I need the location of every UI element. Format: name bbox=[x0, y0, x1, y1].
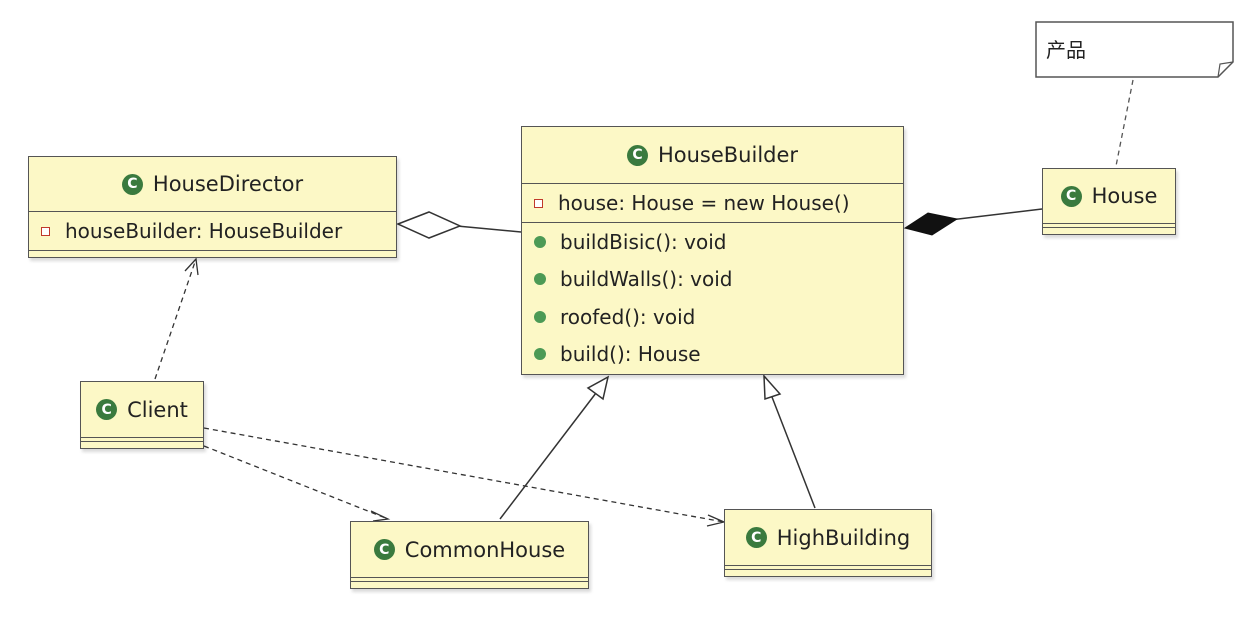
public-visibility-icon bbox=[534, 273, 546, 286]
class-name: HouseDirector bbox=[152, 172, 304, 196]
dependency-client-commonhouse bbox=[203, 445, 389, 520]
generalization-commonhouse-line bbox=[499, 392, 597, 520]
attributes-section bbox=[1043, 223, 1175, 227]
attributes-section bbox=[81, 437, 203, 441]
class-house[interactable]: C House bbox=[1042, 168, 1176, 235]
composition-diamond bbox=[903, 212, 959, 236]
class-icon: C bbox=[373, 539, 395, 560]
dependency-arrowhead-director bbox=[184, 257, 199, 276]
attributes-section: house: House = new House() bbox=[522, 183, 903, 222]
class-icon: C bbox=[745, 527, 767, 548]
class-header: C HouseDirector bbox=[29, 157, 396, 211]
operations-section: buildBisic(): void buildWalls(): void ro… bbox=[522, 222, 903, 373]
class-header: C Client bbox=[81, 382, 203, 437]
class-header: C House bbox=[1043, 169, 1175, 223]
class-name: CommonHouse bbox=[404, 537, 566, 562]
composition-line bbox=[949, 208, 1043, 221]
class-name: HighBuilding bbox=[776, 525, 911, 550]
class-icon: C bbox=[1060, 185, 1082, 207]
attributes-section bbox=[725, 565, 931, 569]
class-client[interactable]: C Client bbox=[80, 381, 204, 449]
dependency-client-highbuilding bbox=[203, 427, 725, 523]
operations-section bbox=[29, 250, 396, 254]
class-high-building[interactable]: C HighBuilding bbox=[724, 509, 932, 577]
dependency-arrowhead-highbuilding bbox=[706, 514, 727, 527]
note-product[interactable]: 产品 bbox=[1036, 22, 1233, 77]
class-icon: C bbox=[121, 173, 143, 195]
generalization-highbuilding-line bbox=[771, 396, 816, 509]
public-visibility-icon bbox=[534, 348, 546, 361]
class-name: Client bbox=[127, 397, 188, 422]
class-name: House bbox=[1091, 184, 1158, 208]
operations-section bbox=[81, 441, 203, 445]
private-visibility-icon bbox=[41, 226, 50, 236]
attribute-row[interactable]: house: House = new House() bbox=[522, 184, 903, 222]
class-header: C HighBuilding bbox=[725, 510, 931, 565]
note-fold bbox=[1217, 61, 1234, 78]
dependency-client-director bbox=[154, 258, 197, 380]
public-visibility-icon bbox=[534, 310, 546, 323]
operation-row[interactable]: build(): House bbox=[522, 336, 903, 374]
dependency-arrowhead-commonhouse bbox=[370, 510, 391, 522]
class-name: HouseBuilder bbox=[657, 143, 799, 167]
generalization-highbuilding-triangle bbox=[763, 373, 782, 401]
class-icon: C bbox=[626, 144, 648, 166]
class-house-builder[interactable]: C HouseBuilder house: House = new House(… bbox=[521, 126, 904, 375]
operations-section bbox=[351, 581, 588, 585]
class-common-house[interactable]: C CommonHouse bbox=[350, 521, 589, 589]
operation-row[interactable]: roofed(): void bbox=[522, 298, 903, 336]
attribute-row[interactable]: houseBuilder: HouseBuilder bbox=[29, 212, 396, 250]
class-header: C CommonHouse bbox=[351, 522, 588, 577]
operation-row[interactable]: buildBisic(): void bbox=[522, 223, 903, 261]
aggregation-diamond bbox=[396, 211, 462, 239]
attributes-section: houseBuilder: HouseBuilder bbox=[29, 211, 396, 250]
private-visibility-icon bbox=[534, 198, 543, 208]
operations-section bbox=[1043, 227, 1175, 231]
class-icon: C bbox=[96, 399, 118, 420]
class-header: C HouseBuilder bbox=[522, 127, 903, 183]
generalization-commonhouse-triangle bbox=[586, 375, 610, 401]
attributes-section bbox=[351, 577, 588, 581]
note-shape bbox=[1035, 21, 1234, 78]
operation-row[interactable]: buildWalls(): void bbox=[522, 261, 903, 299]
class-house-director[interactable]: C HouseDirector houseBuilder: HouseBuild… bbox=[28, 156, 397, 258]
note-text: 产品 bbox=[1046, 38, 1086, 62]
note-anchor-line bbox=[1115, 79, 1134, 167]
public-visibility-icon bbox=[534, 235, 546, 248]
operations-section bbox=[725, 569, 931, 573]
aggregation-line bbox=[456, 225, 522, 233]
